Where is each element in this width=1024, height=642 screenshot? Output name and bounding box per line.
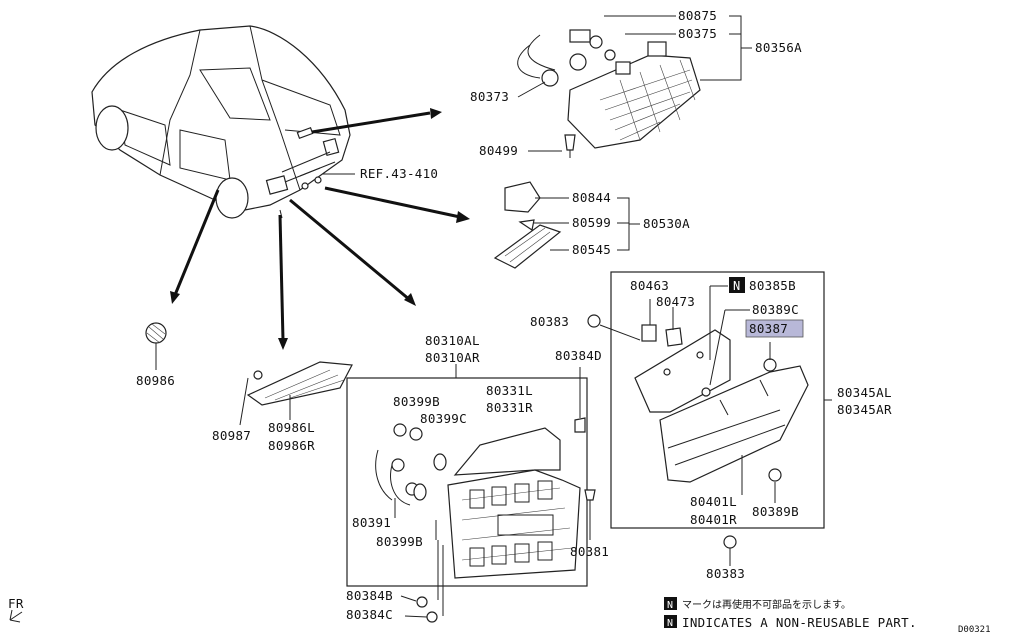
label-80345al: 80345AL bbox=[837, 385, 892, 400]
label-80499: 80499 bbox=[479, 143, 518, 158]
label-80844: 80844 bbox=[572, 190, 611, 205]
label-ref-43-410: REF.43-410 bbox=[360, 166, 438, 181]
note-japanese: マークは再使用不可部品を示します。 bbox=[682, 598, 851, 611]
high-mount-lamp bbox=[517, 15, 752, 158]
label-80331r: 80331R bbox=[486, 400, 533, 415]
orientation-label: FR bbox=[8, 596, 24, 611]
tail-garnish bbox=[587, 285, 832, 566]
label-80389b: 80389B bbox=[752, 504, 799, 519]
label-80389c: 80389C bbox=[752, 302, 799, 317]
label-80375: 80375 bbox=[678, 26, 717, 41]
label-80383-top: 80383 bbox=[530, 314, 569, 329]
diagram-code: D00321 bbox=[958, 625, 991, 635]
side-marker bbox=[145, 322, 353, 426]
label-80384d: 80384D bbox=[555, 348, 602, 363]
label-80384b: 80384B bbox=[346, 588, 393, 603]
label-80463: 80463 bbox=[630, 278, 669, 293]
label-80310al: 80310AL bbox=[425, 333, 480, 348]
rear-combination-lamp bbox=[375, 364, 596, 623]
note-english: INDICATES A NON-REUSABLE PART. bbox=[682, 615, 917, 630]
vehicle-outline bbox=[91, 25, 351, 219]
label-80310ar: 80310AR bbox=[425, 350, 480, 365]
non-reusable-badge bbox=[729, 277, 745, 293]
label-80473: 80473 bbox=[656, 294, 695, 309]
note-badge-jp-letter: N bbox=[667, 600, 673, 611]
label-80599: 80599 bbox=[572, 215, 611, 230]
label-80387: 80387 bbox=[749, 321, 788, 336]
label-80986r: 80986R bbox=[268, 438, 315, 453]
badge-letter: N bbox=[733, 279, 740, 293]
label-80987: 80987 bbox=[212, 428, 251, 443]
label-80399b-bottom: 80399B bbox=[376, 534, 423, 549]
note-badge-en bbox=[664, 615, 677, 628]
label-80399b-top: 80399B bbox=[393, 394, 440, 409]
label-80875: 80875 bbox=[678, 8, 717, 23]
part-labels: 80875 80375 80356A 80373 80499 REF.43-41… bbox=[136, 8, 892, 622]
label-80401r: 80401R bbox=[690, 512, 737, 527]
note-badge-en-letter: N bbox=[667, 618, 673, 629]
label-80345ar: 80345AR bbox=[837, 402, 892, 417]
label-80530a: 80530A bbox=[643, 216, 690, 231]
highlight-box bbox=[745, 319, 804, 338]
label-80399c: 80399C bbox=[420, 411, 467, 426]
label-80986: 80986 bbox=[136, 373, 175, 388]
note-badge-jp bbox=[664, 597, 677, 610]
label-80391: 80391 bbox=[352, 515, 391, 530]
fr-arrow-icon bbox=[9, 609, 23, 623]
label-80381: 80381 bbox=[570, 544, 609, 559]
callout-arrows bbox=[170, 108, 470, 350]
label-80385b: 80385B bbox=[749, 278, 796, 293]
label-80331l: 80331L bbox=[486, 383, 533, 398]
label-80356a: 80356A bbox=[755, 40, 802, 55]
label-80986l: 80986L bbox=[268, 420, 315, 435]
license-lamp bbox=[493, 181, 640, 269]
label-80383-bottom: 80383 bbox=[706, 566, 745, 581]
label-80384c: 80384C bbox=[346, 607, 393, 622]
label-80373: 80373 bbox=[470, 89, 509, 104]
rear-combination-lamp-box bbox=[346, 377, 588, 587]
label-80401l: 80401L bbox=[690, 494, 737, 509]
label-80545: 80545 bbox=[572, 242, 611, 257]
